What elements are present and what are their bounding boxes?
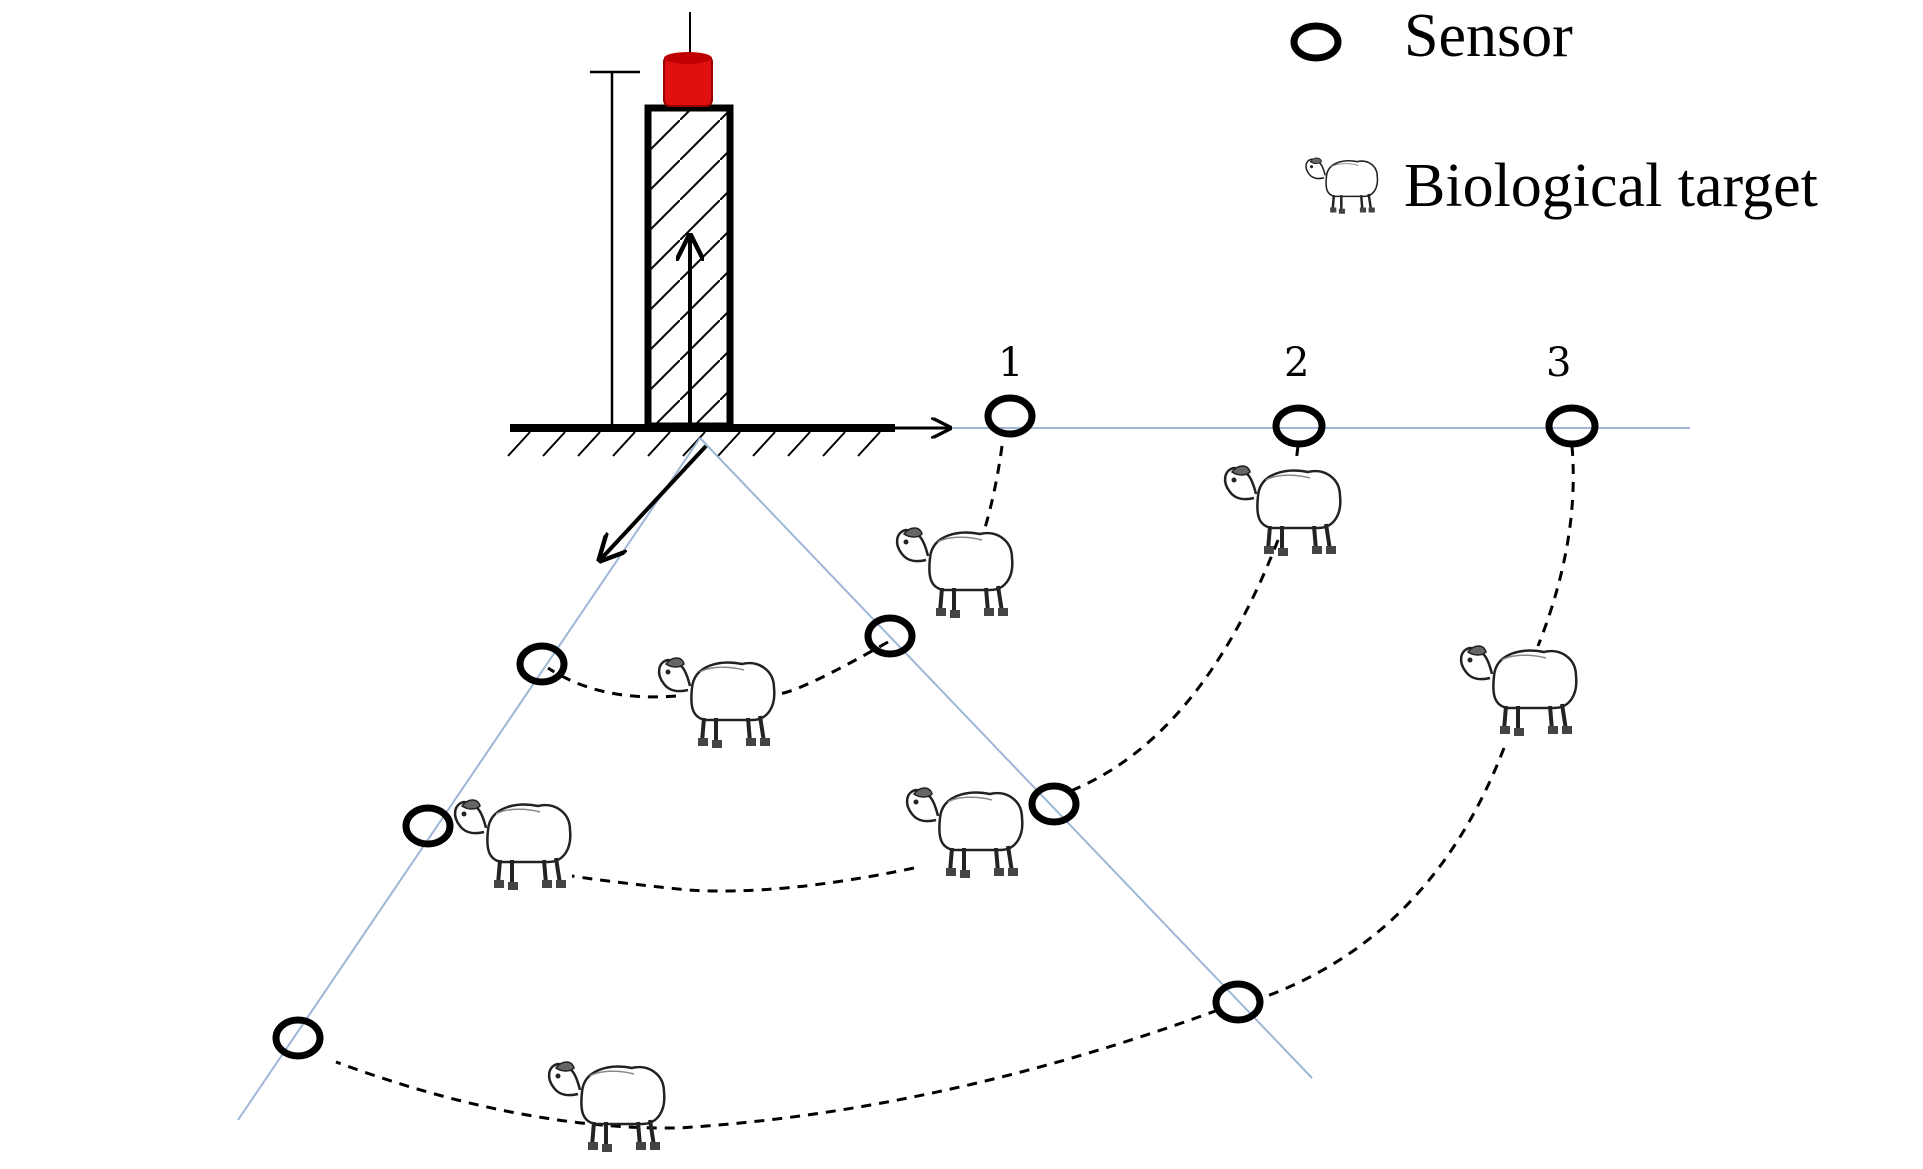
sheep-icon xyxy=(895,526,1015,620)
tower xyxy=(590,70,734,430)
range-arcs xyxy=(335,445,1575,1130)
arc-2 xyxy=(571,445,1300,893)
sensor-7-icon xyxy=(1028,782,1080,826)
sensors xyxy=(272,394,1599,1060)
sensor-5-icon xyxy=(864,614,916,658)
arc-label-2: 2 xyxy=(1284,340,1309,386)
axis-arrows xyxy=(600,428,950,560)
arc-1 xyxy=(547,445,1004,699)
sheep-icon xyxy=(1459,644,1579,738)
arc-labels: 1 2 3 xyxy=(998,340,1571,386)
sheep-icon xyxy=(547,1060,667,1154)
sensor-4-icon xyxy=(516,642,568,686)
sensor-2-icon xyxy=(1272,404,1326,448)
sensor-3-icon xyxy=(1545,404,1599,448)
arc-label-3: 3 xyxy=(1546,340,1571,386)
arc-label-1: 1 xyxy=(998,340,1023,386)
legend-target-label: Biological target xyxy=(1404,152,1818,220)
sensor-ring-icon xyxy=(1290,22,1342,62)
legend-sensor-label: Sensor xyxy=(1404,2,1573,70)
sheep-icon xyxy=(657,656,777,750)
sensor-6-icon xyxy=(402,804,454,848)
legend: Sensor Biological target xyxy=(1290,2,1818,220)
targets xyxy=(453,464,1579,1154)
sensor-1-icon xyxy=(984,394,1036,438)
sheep-icon xyxy=(1304,156,1379,215)
sheep-icon xyxy=(1223,464,1343,558)
arc-3 xyxy=(335,445,1575,1130)
beacon-icon xyxy=(663,12,713,107)
sheep-icon xyxy=(453,798,573,892)
sheep-icon xyxy=(905,786,1025,880)
sensor-9-icon xyxy=(1212,980,1264,1024)
sensor-8-icon xyxy=(272,1016,324,1060)
